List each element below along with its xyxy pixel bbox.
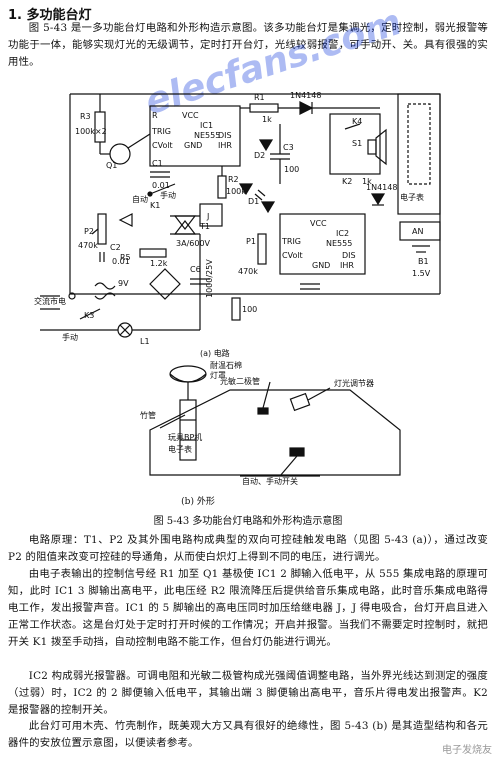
label-relay: J [206, 212, 209, 221]
label-trig1: TRIG [151, 127, 171, 136]
body-paragraph-4: 此台灯可用木壳、竹壳制作，既美观大方又具有很好的绝缘性，图 5-43 (b) 是… [8, 720, 488, 749]
appearance-diagram: 耐温石棉 灯罩 光敏二极管 灯光调节器 竹管 玩具BP机 电子表 自动、手动开关 [140, 360, 401, 486]
label-clock-2: 电子表 [168, 444, 192, 454]
label-t1-value: 3A/600V [176, 239, 211, 248]
label-r100: 100 [242, 305, 257, 314]
label-shade-2: 灯罩 [210, 370, 226, 380]
label-k2: K2 [342, 177, 352, 186]
label-pipe: 竹管 [140, 410, 156, 420]
label-ne555b: NE555 [326, 239, 352, 248]
label-ne555a: NE555 [194, 131, 220, 140]
label-dis1: DIS [218, 131, 232, 140]
label-k4: K4 [352, 117, 362, 126]
label-t1: T1 [199, 222, 210, 231]
label-k2-value: 1k [362, 177, 372, 186]
figure-caption: 图 5-43 多功能台灯电路和外形构造示意图 [153, 516, 343, 527]
body-paragraph-3: IC2 构成弱光报警器。可调电阻和光敏二极管构成光强阈值调整电路，当外界光线达到… [8, 670, 488, 716]
appearance-caption: (b) 外形 [181, 497, 215, 507]
label-9v: 9V [118, 279, 129, 288]
body-paragraph-2: 由电子表输出的控制信号经 R1 加至 Q1 基极使 IC1 2 脚输入低电平，从… [8, 568, 488, 648]
label-an: AN [412, 227, 423, 236]
label-vcc1: VCC [182, 111, 199, 120]
label-b1-value: 1.5V [412, 269, 431, 278]
label-electronic-clock: 电子表 [400, 192, 424, 202]
relay-j [199, 203, 223, 227]
intro-paragraph: 图 5-43 是一多功能台灯电路和外形构造示意图。该多功能台灯是集调光，定时控制… [8, 22, 488, 68]
label-p1: P1 [246, 237, 256, 246]
label-d2: D2 [254, 151, 265, 160]
label-1n4148-a: 1N4148 [290, 91, 321, 100]
label-reset1: R [152, 111, 158, 120]
label-p1-value: 470k [238, 267, 258, 276]
label-sensor: 光敏二极管 [220, 376, 260, 386]
label-p2-value: 470k [78, 241, 98, 250]
label-r1-value: 1k [262, 115, 272, 124]
label-cvolt1: CVolt [152, 141, 173, 150]
label-q1: Q1 [106, 161, 117, 170]
body-paragraph-1: 电路原理：T1、P2 及其外围电路构成典型的双向可控硅触发电路（见图 5-43 … [8, 534, 488, 563]
label-vcc2: VCC [310, 219, 327, 228]
label-l1: L1 [140, 337, 150, 346]
label-switch: 自动、手动开关 [242, 476, 298, 486]
label-ic2: IC2 [336, 229, 349, 238]
label-r1: R1 [254, 93, 265, 102]
label-c6: C6 [190, 265, 201, 274]
label-r2: R2 [228, 175, 239, 184]
label-ac-mains: 交流市电 [34, 296, 66, 306]
label-c1-value: 0.01 [152, 181, 170, 190]
circuit-diagram: R3 100k×2 VCC R TRIG IC1 NE555 CVolt GND… [34, 91, 441, 358]
lampshade [169, 365, 207, 383]
label-c3-value: 100 [284, 165, 299, 174]
label-p2: P2 [84, 227, 94, 236]
label-manual: 手动 [160, 190, 176, 200]
ic1-chip [149, 105, 241, 167]
circuit-caption: (a) 电路 [200, 348, 230, 358]
label-c1: C1 [152, 159, 163, 168]
label-gnd1: GND [184, 141, 202, 150]
lamp-base [149, 389, 401, 476]
label-1n4148-b: 1N4148 [366, 183, 397, 192]
bamboo-pipe [179, 399, 197, 461]
label-cvolt2: CVolt [282, 251, 303, 260]
label-k1: K1 [150, 201, 160, 210]
bridge-rectifier [149, 268, 181, 300]
label-r5: R5 [120, 253, 131, 262]
label-c3: C3 [283, 143, 294, 152]
label-r3-value: 100k×2 [75, 127, 107, 136]
label-r5-value: 1.2k [150, 259, 168, 268]
label-ihr2: IHR [340, 261, 354, 270]
label-bp-box: 玩具BP机 [168, 432, 202, 442]
label-manual-2: 手动 [62, 332, 78, 342]
label-b1: B1 [418, 257, 429, 266]
label-c2: C2 [110, 243, 121, 252]
label-trig2: TRIG [281, 237, 301, 246]
label-r2-value: 100k [226, 187, 246, 196]
label-gnd2: GND [312, 261, 330, 270]
label-c2-value: 0.01 [112, 257, 130, 266]
label-c6-value: 1000/25V [205, 259, 214, 298]
ic2-chip [279, 213, 366, 275]
mode-switch [289, 447, 305, 457]
label-d1: D1 [248, 197, 259, 206]
label-auto: 自动 [132, 194, 148, 204]
label-k3: K3 [84, 311, 94, 320]
label-r3: R3 [80, 112, 91, 121]
label-s1: S1 [352, 139, 362, 148]
label-dis2: DIS [342, 251, 356, 260]
label-dimmer: 灯光调节器 [334, 378, 374, 388]
label-ic1: IC1 [200, 121, 213, 130]
label-ihr1: IHR [218, 141, 232, 150]
corner-logo: 电子发烧友 [442, 745, 492, 756]
dimmer-knob [289, 392, 311, 412]
section-title: 1. 多功能台灯 [8, 8, 92, 23]
label-shade: 耐温石棉 [210, 360, 242, 370]
